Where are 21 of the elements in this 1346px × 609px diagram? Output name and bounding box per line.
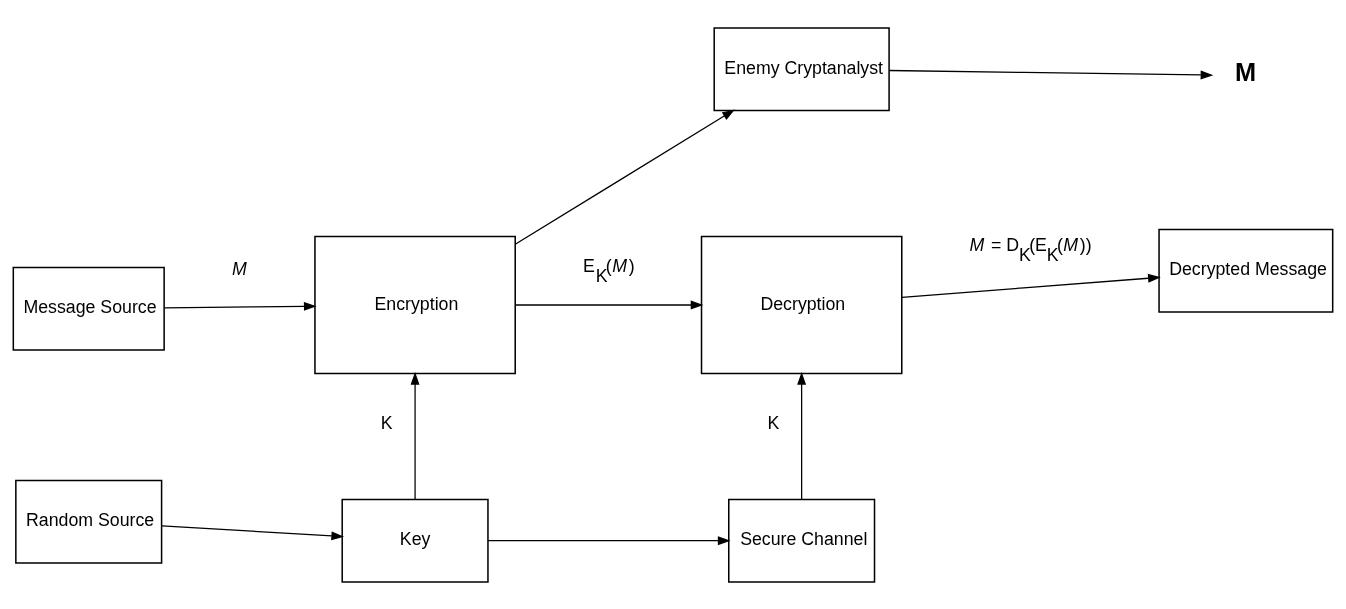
arrow [797,371,807,500]
arrow [487,535,731,545]
arrow [888,69,1214,79]
node-box: Message Source [12,266,165,351]
arrow [514,300,704,309]
arrow [901,273,1161,298]
node-box: Random Source [15,479,163,564]
node-box: Encryption [314,235,516,374]
node-box: Decryption [700,235,903,374]
node-box: Enemy Cryptanalyst [713,26,890,111]
edge-label: K [767,412,780,433]
edge-label: K [380,412,393,433]
node-text: M [1235,57,1257,86]
arrow [514,108,735,245]
node-box: Secure Channel [728,498,876,583]
arrow [163,301,317,311]
arrow [410,371,420,500]
node-box: Key [341,498,489,583]
arrow [161,524,345,540]
edge-label: M [231,258,247,279]
node-box: Decrypted Message [1158,228,1334,313]
